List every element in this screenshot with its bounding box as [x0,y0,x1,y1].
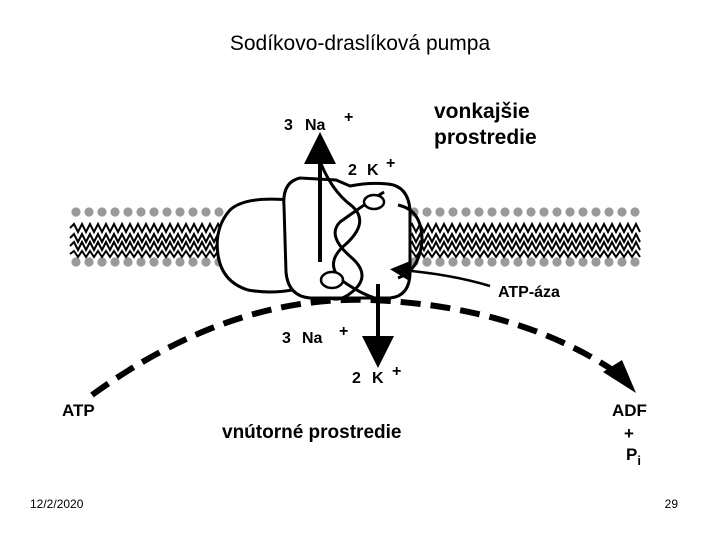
na-out-ion: Na [305,117,326,134]
lipid-head-outer [136,207,146,217]
k-bottom-ion: K [372,370,384,387]
lipid-head-inner [97,257,107,267]
lipid-head-outer [448,207,458,217]
lipid-head-outer [97,207,107,217]
lipid-tail-row-4 [69,249,641,259]
lipid-head-outer [487,207,497,217]
lipid-head-inner [71,257,81,267]
lipid-head-outer [435,207,445,217]
lipid-head-outer [474,207,484,217]
na-binding-site-bottom [319,270,345,290]
na-in-count: 3 [282,330,291,347]
membrane-bilayer [69,207,641,267]
lipid-head-outer [630,207,640,217]
lipid-head-outer [149,207,159,217]
lipid-head-inner [552,257,562,267]
lipid-head-inner [84,257,94,267]
lipid-head-outer [84,207,94,217]
inside-label: vnútorné prostredie [222,422,401,443]
atp-label: ATP [62,401,95,420]
protein-body [282,176,412,300]
lipid-head-inner [604,257,614,267]
lipid-head-outer [110,207,120,217]
lipid-heads-outer [71,207,640,217]
lipid-head-outer [71,207,81,217]
atp-adf-dashed-arc [90,296,622,398]
k-top-ion: K [367,162,379,179]
protein-left-lobe [215,197,293,294]
phosphate-label: Pi [626,445,641,468]
atpase-pointer-arrow [390,260,491,288]
lipid-head-inner [565,257,575,267]
lipid-tail-row-1 [69,221,641,235]
protein-twist-b [329,190,385,301]
k-top-count: 2 [348,162,357,179]
lipid-head-outer [188,207,198,217]
lipid-head-inner [422,257,432,267]
lipid-tail-row-3 [69,239,641,253]
lipid-head-outer [175,207,185,217]
slide-page-number: 29 [664,497,678,511]
lipid-head-outer [604,207,614,217]
lipid-head-outer [422,207,432,217]
k-binding-site-top [362,193,386,211]
lipid-head-inner [591,257,601,267]
lipid-head-outer [123,207,133,217]
lipid-head-inner [474,257,484,267]
lipid-head-inner [188,257,198,267]
lipid-head-outer [617,207,627,217]
na-out-charge: + [344,109,353,126]
plus-label: + [624,424,634,443]
k-bottom-charge: + [392,363,401,380]
na-in-charge: + [339,323,348,340]
lipid-head-outer [591,207,601,217]
phosphate-letter: P [626,445,637,464]
adf-label: ADF [612,401,647,420]
lipid-head-outer [539,207,549,217]
lipid-head-inner [149,257,159,267]
na-out-count: 3 [284,117,293,134]
lipid-head-inner [539,257,549,267]
lipid-head-outer [578,207,588,217]
slide-date: 12/2/2020 [30,497,84,511]
lipid-head-inner [136,257,146,267]
k-top-charge: + [386,155,395,172]
lipid-head-inner [513,257,523,267]
atp-adf-arrowhead [603,360,636,393]
lipid-head-inner [526,257,536,267]
lipid-head-outer [513,207,523,217]
pump-protein [215,155,424,302]
na-in-ion: Na [302,330,323,347]
lipid-head-inner [461,257,471,267]
lipid-head-inner [435,257,445,267]
slide-title: Sodíkovo-draslíková pumpa [229,32,491,55]
lipid-head-outer [500,207,510,217]
lipid-head-inner [578,257,588,267]
lipid-head-outer [461,207,471,217]
outside-label-line-2: prostredie [434,126,537,149]
lipid-head-inner [448,257,458,267]
lipid-head-outer [214,207,224,217]
lipid-head-outer [526,207,536,217]
lipid-head-inner [630,257,640,267]
enzyme-label: ATP-áza [498,284,560,301]
lipid-head-inner [175,257,185,267]
lipid-head-outer [552,207,562,217]
lipid-head-inner [487,257,497,267]
k-bottom-count: 2 [352,370,361,387]
lipid-head-inner [162,257,172,267]
lipid-head-inner [110,257,120,267]
phosphate-subscript: i [637,453,641,468]
lipid-head-inner [123,257,133,267]
lipid-head-outer [565,207,575,217]
lipid-head-inner [617,257,627,267]
lipid-head-inner [500,257,510,267]
lipid-head-outer [201,207,211,217]
lipid-head-inner [201,257,211,267]
outside-label-line-1: vonkajšie [434,100,530,123]
lipid-tail-row-2 [69,231,641,245]
lipid-head-outer [162,207,172,217]
